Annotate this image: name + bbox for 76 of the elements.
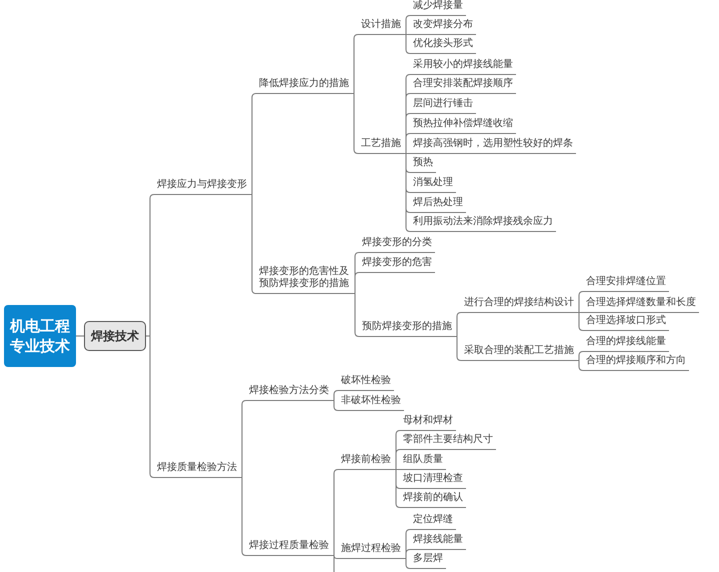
- connector-line: [576, 351, 584, 361]
- connector-line: [576, 360, 584, 371]
- subtopic-label: 工艺措施: [358, 138, 404, 154]
- subtopic-label: 焊接检验方法分类: [246, 385, 332, 401]
- subtopic-label: 合理安排焊缝位置: [583, 276, 669, 292]
- connector-line: [404, 133, 410, 154]
- connector-line: [240, 477, 246, 556]
- connector-line: [404, 549, 410, 559]
- subtopic-label: 合理安排装配焊接顺序: [410, 78, 516, 94]
- central-topic-box: 机电工程专业技术: [4, 305, 76, 367]
- connector-line: [576, 312, 584, 331]
- connector-line: [332, 469, 338, 556]
- subtopic-label: 焊接应力与焊接变形: [154, 179, 250, 195]
- connector-line: [352, 93, 358, 154]
- subtopic-label: 层间进行锤击: [410, 98, 476, 114]
- subtopic-label: 坡口清理检查: [400, 473, 466, 489]
- connector-line: [404, 558, 410, 569]
- subtopic-label: 预防焊接变形的措施: [359, 321, 455, 337]
- connector-line: [404, 34, 410, 54]
- subtopic-label: 焊接前检验: [338, 454, 394, 470]
- subtopic-label: 合理选择焊缝数量和长度: [583, 297, 699, 313]
- subtopic-label: 零部件主要结构尺寸: [400, 434, 496, 450]
- subtopic-label: 焊接变形的危害: [359, 257, 435, 273]
- connector-line: [454, 336, 462, 361]
- connector-line: [404, 34, 410, 35]
- subtopic-label: 焊后热处理: [410, 197, 466, 213]
- subtopic-label: 焊接过程质量检验: [246, 540, 332, 556]
- subtopic-label: 改变焊接分布: [410, 19, 476, 35]
- subtopic-label: 采用较小的焊接线能量: [410, 59, 516, 75]
- connector-line: [240, 400, 246, 478]
- connector-line: [250, 93, 256, 195]
- connector-line: [454, 312, 462, 337]
- connector-line: [394, 449, 400, 470]
- subtopic-label: 多层焊: [410, 553, 446, 569]
- connector-line: [576, 291, 584, 313]
- connector-line: [332, 400, 338, 411]
- subtopic-label: 非破坏性检验: [338, 395, 404, 411]
- subtopic-label: 进行合理的焊接结构设计: [461, 297, 577, 313]
- subtopic-label: 利用振动法来消除焊接残余应力: [410, 216, 556, 232]
- subtopic-label: 降低焊接应力的措施: [256, 78, 352, 94]
- subtopic-label: 预热拉伸补偿焊缝收缩: [410, 118, 516, 134]
- connector-line: [394, 469, 400, 508]
- connector-line: [352, 293, 360, 337]
- connector-line: [404, 15, 410, 35]
- subtopic-label: 焊接线能量: [410, 534, 466, 550]
- subtopic-label: 合理选择坡口形式: [583, 315, 669, 331]
- connector-line: [332, 390, 338, 401]
- connector-line: [332, 555, 334, 572]
- subtopic-label: 定位焊缝: [410, 514, 456, 530]
- subtopic-label: 焊接高强钢时，选用塑性较好的焊条: [410, 138, 576, 154]
- connector-line: [332, 555, 338, 559]
- subtopic-label: 施焊过程检验: [338, 543, 404, 559]
- subtopic-label: 焊接变形的危害性及预防焊接变形的措施: [256, 266, 353, 294]
- connector-line: [352, 272, 360, 294]
- subtopic-label: 消氢处理: [410, 177, 456, 193]
- subtopic-label: 组队质量: [400, 454, 446, 470]
- connector-line: [250, 194, 256, 294]
- subtopic-label: 母材和焊材: [400, 415, 456, 431]
- subtopic-label: 破坏性检验: [338, 375, 394, 391]
- subtopic-label: 合理的焊接线能量: [583, 336, 669, 352]
- subtopic-label: 设计措施: [358, 19, 404, 35]
- subtopic-label: 采取合理的装配工艺措施: [461, 345, 577, 361]
- subtopic-label: 优化接头形式: [410, 38, 476, 54]
- subtopic-label: 减少焊接量: [410, 0, 466, 16]
- subtopic-label: 焊接前的确认: [400, 492, 466, 508]
- subtopic-label: 焊接质量检验方法: [154, 462, 240, 478]
- subtopic-label: 焊接变形的分类: [359, 237, 435, 253]
- subtopic-label: 合理的焊接顺序和方向: [583, 355, 689, 371]
- main-topic-box: 焊接技术: [84, 321, 146, 351]
- connector-line: [576, 312, 584, 313]
- connector-line: [404, 153, 410, 154]
- connector-line: [146, 336, 154, 478]
- connector-line: [394, 469, 400, 470]
- subtopic-label: 预热: [410, 157, 436, 173]
- connector-line: [404, 153, 410, 232]
- connector-line: [352, 34, 358, 94]
